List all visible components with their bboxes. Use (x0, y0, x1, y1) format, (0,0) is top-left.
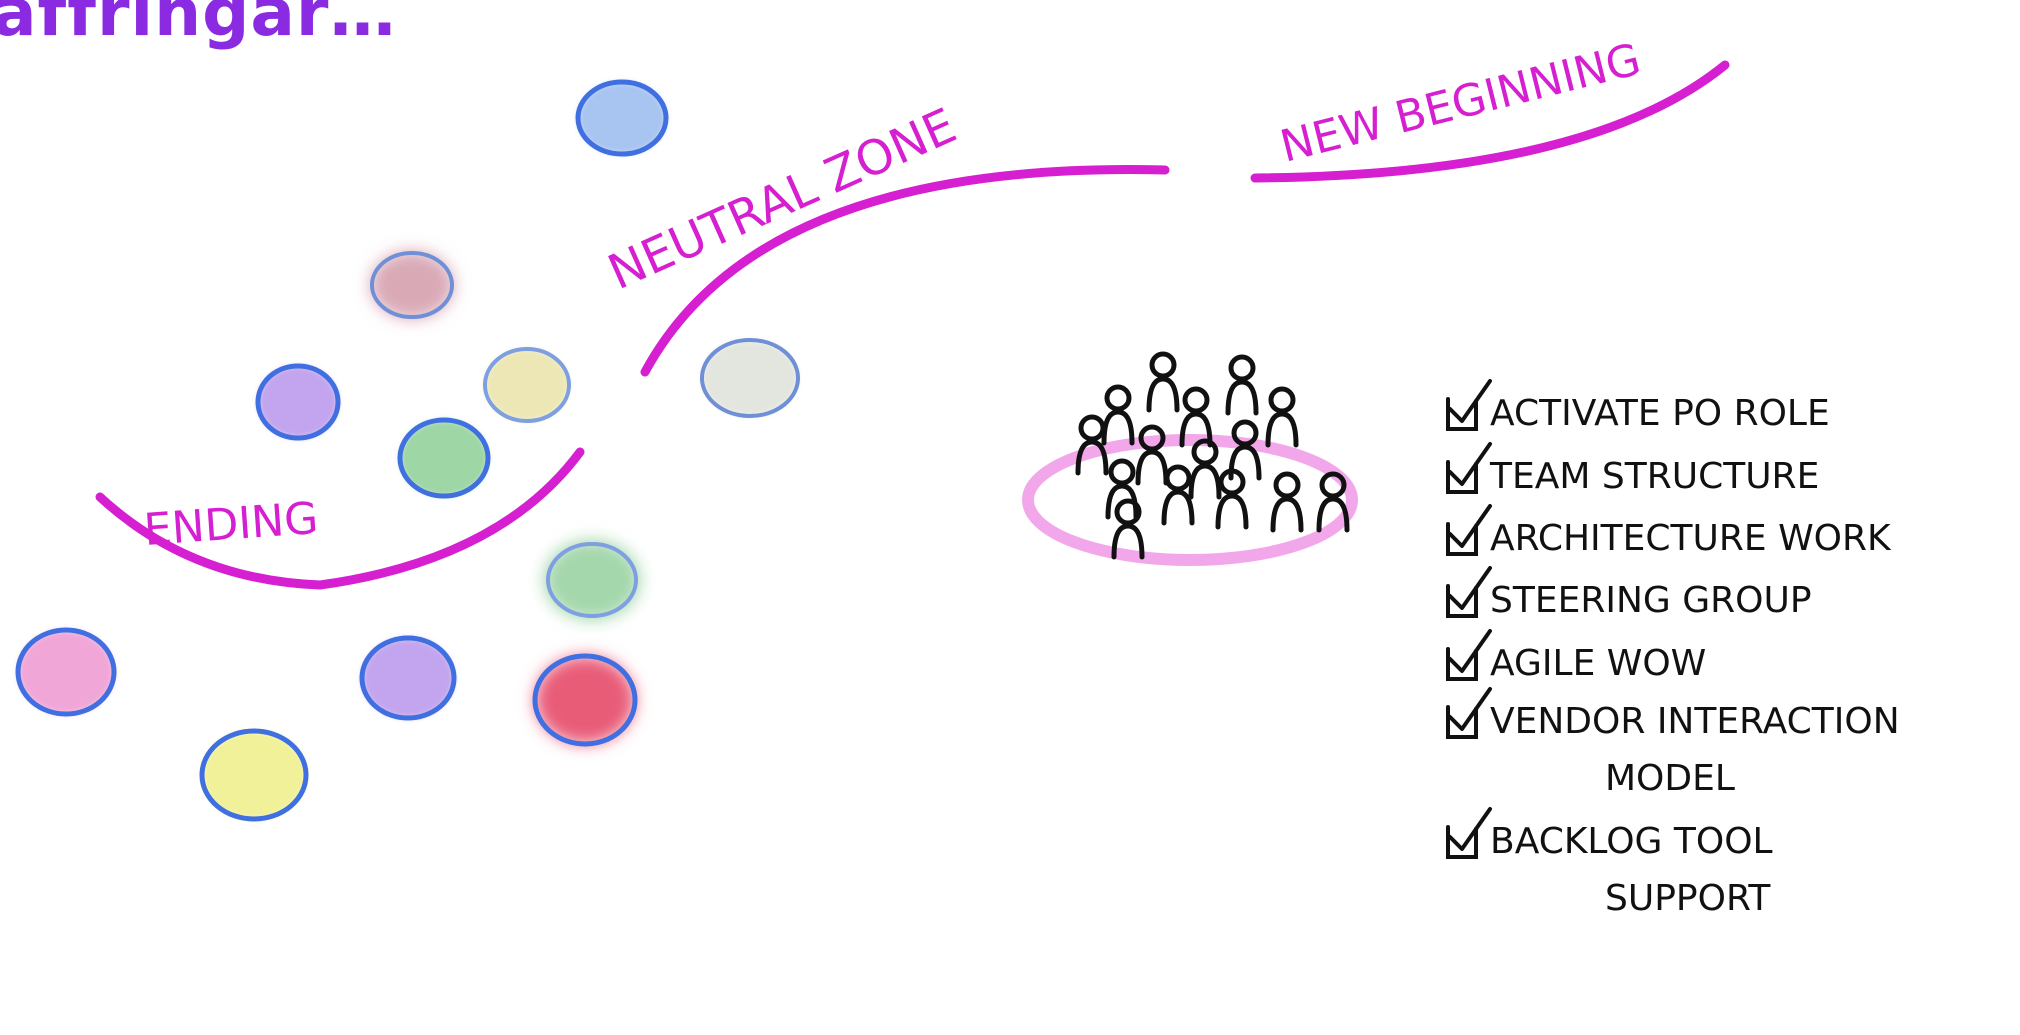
bubble (199, 728, 309, 822)
bubble-group (15, 79, 800, 822)
person-icon (1111, 498, 1145, 560)
new-beginning-label: NEW BEGINNING (1275, 34, 1645, 173)
team-ring (1022, 434, 1358, 566)
checkbox-icon (1446, 397, 1478, 431)
bubble (700, 338, 800, 418)
checklist-item-continuation: SUPPORT (1605, 878, 1771, 919)
checklist-item: ARCHITECTURE WORK (1446, 504, 1892, 559)
bubble (483, 347, 571, 423)
check-mark-icon (1448, 566, 1492, 610)
checklist-item-label: ACTIVATE PO ROLE (1490, 393, 1830, 434)
checklist-item: STEERING GROUP (1446, 566, 1812, 621)
bubble (544, 540, 640, 620)
bubble (15, 627, 117, 717)
checklist: ACTIVATE PO ROLE TEAM STRUCTURE ARCHITECTU… (1446, 379, 1900, 919)
person-icon (1161, 464, 1195, 526)
checklist-item: BACKLOG TOOL (1446, 807, 1773, 862)
check-mark-icon (1448, 807, 1492, 851)
checklist-item-label: MODEL (1605, 758, 1735, 799)
person-icon (1215, 468, 1249, 530)
person-icon (1146, 351, 1180, 413)
check-mark-icon (1448, 442, 1492, 486)
person-icon (1228, 419, 1262, 481)
person-icon (1179, 386, 1213, 448)
person-icon (1265, 386, 1299, 448)
check-mark-icon (1448, 687, 1492, 731)
checkbox-icon (1446, 705, 1478, 739)
team-group (1022, 351, 1358, 566)
person-icon (1270, 471, 1304, 533)
checklist-item-label: ARCHITECTURE WORK (1490, 518, 1892, 559)
bubble (370, 251, 454, 319)
check-mark-icon (1448, 629, 1492, 673)
checklist-item-label: SUPPORT (1605, 878, 1771, 919)
new-beginning-arc (1250, 60, 1730, 183)
checklist-item: ACTIVATE PO ROLE (1446, 379, 1830, 434)
bubble (575, 79, 669, 157)
checklist-item-label: AGILE WOW (1490, 643, 1706, 684)
checklist-item-label: BACKLOG TOOL (1490, 821, 1773, 862)
ending-label: ENDING (142, 493, 320, 556)
person-icon (1316, 471, 1350, 533)
ending-arc (95, 447, 585, 590)
checklist-item: AGILE WOW (1446, 629, 1706, 684)
checklist-item-label: TEAM STRUCTURE (1489, 456, 1819, 497)
checklist-item: TEAM STRUCTURE (1446, 442, 1819, 497)
bubble (532, 653, 638, 747)
bubble (397, 417, 491, 499)
person-icon (1075, 414, 1109, 476)
person-icon (1101, 384, 1135, 446)
person-icon (1105, 458, 1139, 520)
person-icon (1225, 354, 1259, 416)
person-icon (1188, 438, 1222, 500)
person-icon (1135, 424, 1169, 486)
checkbox-icon (1446, 825, 1478, 859)
checklist-item-continuation: MODEL (1605, 758, 1735, 799)
bubble (255, 363, 341, 441)
checkbox-icon (1446, 647, 1478, 681)
checkbox-icon (1446, 460, 1478, 494)
checkbox-icon (1446, 522, 1478, 556)
check-mark-icon (1448, 504, 1492, 548)
diagram-title: affringar… (0, 0, 397, 51)
bubble (359, 635, 457, 721)
checkbox-icon (1446, 584, 1478, 618)
checklist-item-label: STEERING GROUP (1490, 580, 1812, 621)
team-members-icon (1075, 351, 1350, 560)
neutral-zone-arc (640, 165, 1170, 377)
checklist-item-label: VENDOR INTERACTION (1490, 701, 1900, 742)
check-mark-icon (1448, 379, 1492, 423)
checklist-item: VENDOR INTERACTION (1446, 687, 1900, 742)
